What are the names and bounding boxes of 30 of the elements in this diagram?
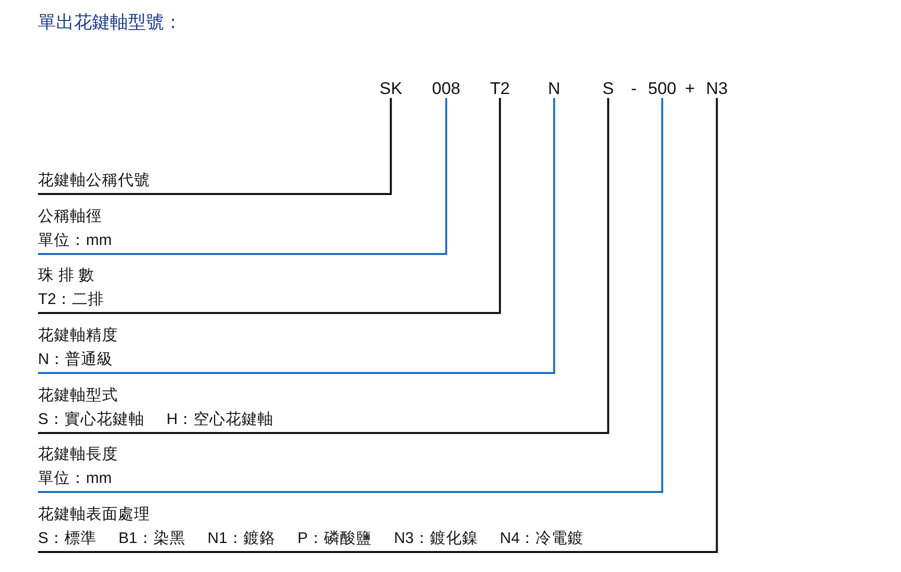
spec-note: N：普通級 [38, 350, 114, 370]
spec-heading: 公稱軸徑 [38, 207, 102, 227]
code-label: T2 [490, 80, 510, 98]
spec-note: T2：二排 [38, 290, 104, 310]
code-label: 008 [432, 80, 460, 98]
code-label: N [548, 80, 560, 98]
code-label: 500 [648, 80, 676, 98]
code-label: SK [380, 80, 402, 98]
leader-line [38, 98, 448, 255]
leader-line [38, 98, 610, 434]
spec-heading: 花鍵軸長度 [38, 445, 118, 465]
leader-line [38, 98, 556, 374]
separator-sign: + [685, 80, 695, 98]
diagram-title: 單出花鍵軸型號： [38, 11, 182, 33]
spec-note: 單位：mm [38, 231, 112, 251]
spec-heading: 花鍵軸公稱代號 [38, 171, 150, 191]
spec-heading: 花鍵軸型式 [38, 386, 118, 406]
code-label: S [602, 80, 614, 98]
spec-heading: 花鍵軸精度 [38, 326, 118, 346]
spec-heading: 花鍵軸表面處理 [38, 505, 150, 525]
code-label: N3 [706, 80, 728, 98]
separator-sign: - [631, 80, 637, 98]
leader-line [38, 98, 718, 553]
leader-line [38, 98, 501, 314]
spec-note: S：標準 B1：染黑 N1：鍍鉻 P：磷酸鹽 N3：鍍化鎳 N4：冷電鍍 [38, 529, 584, 549]
spec-note: 單位：mm [38, 469, 112, 489]
spec-note: S：實心花鍵軸 H：空心花鍵軸 [38, 410, 274, 430]
leader-line [38, 98, 664, 493]
spec-heading: 珠 排 數 [38, 266, 95, 286]
leader-line [38, 98, 392, 195]
